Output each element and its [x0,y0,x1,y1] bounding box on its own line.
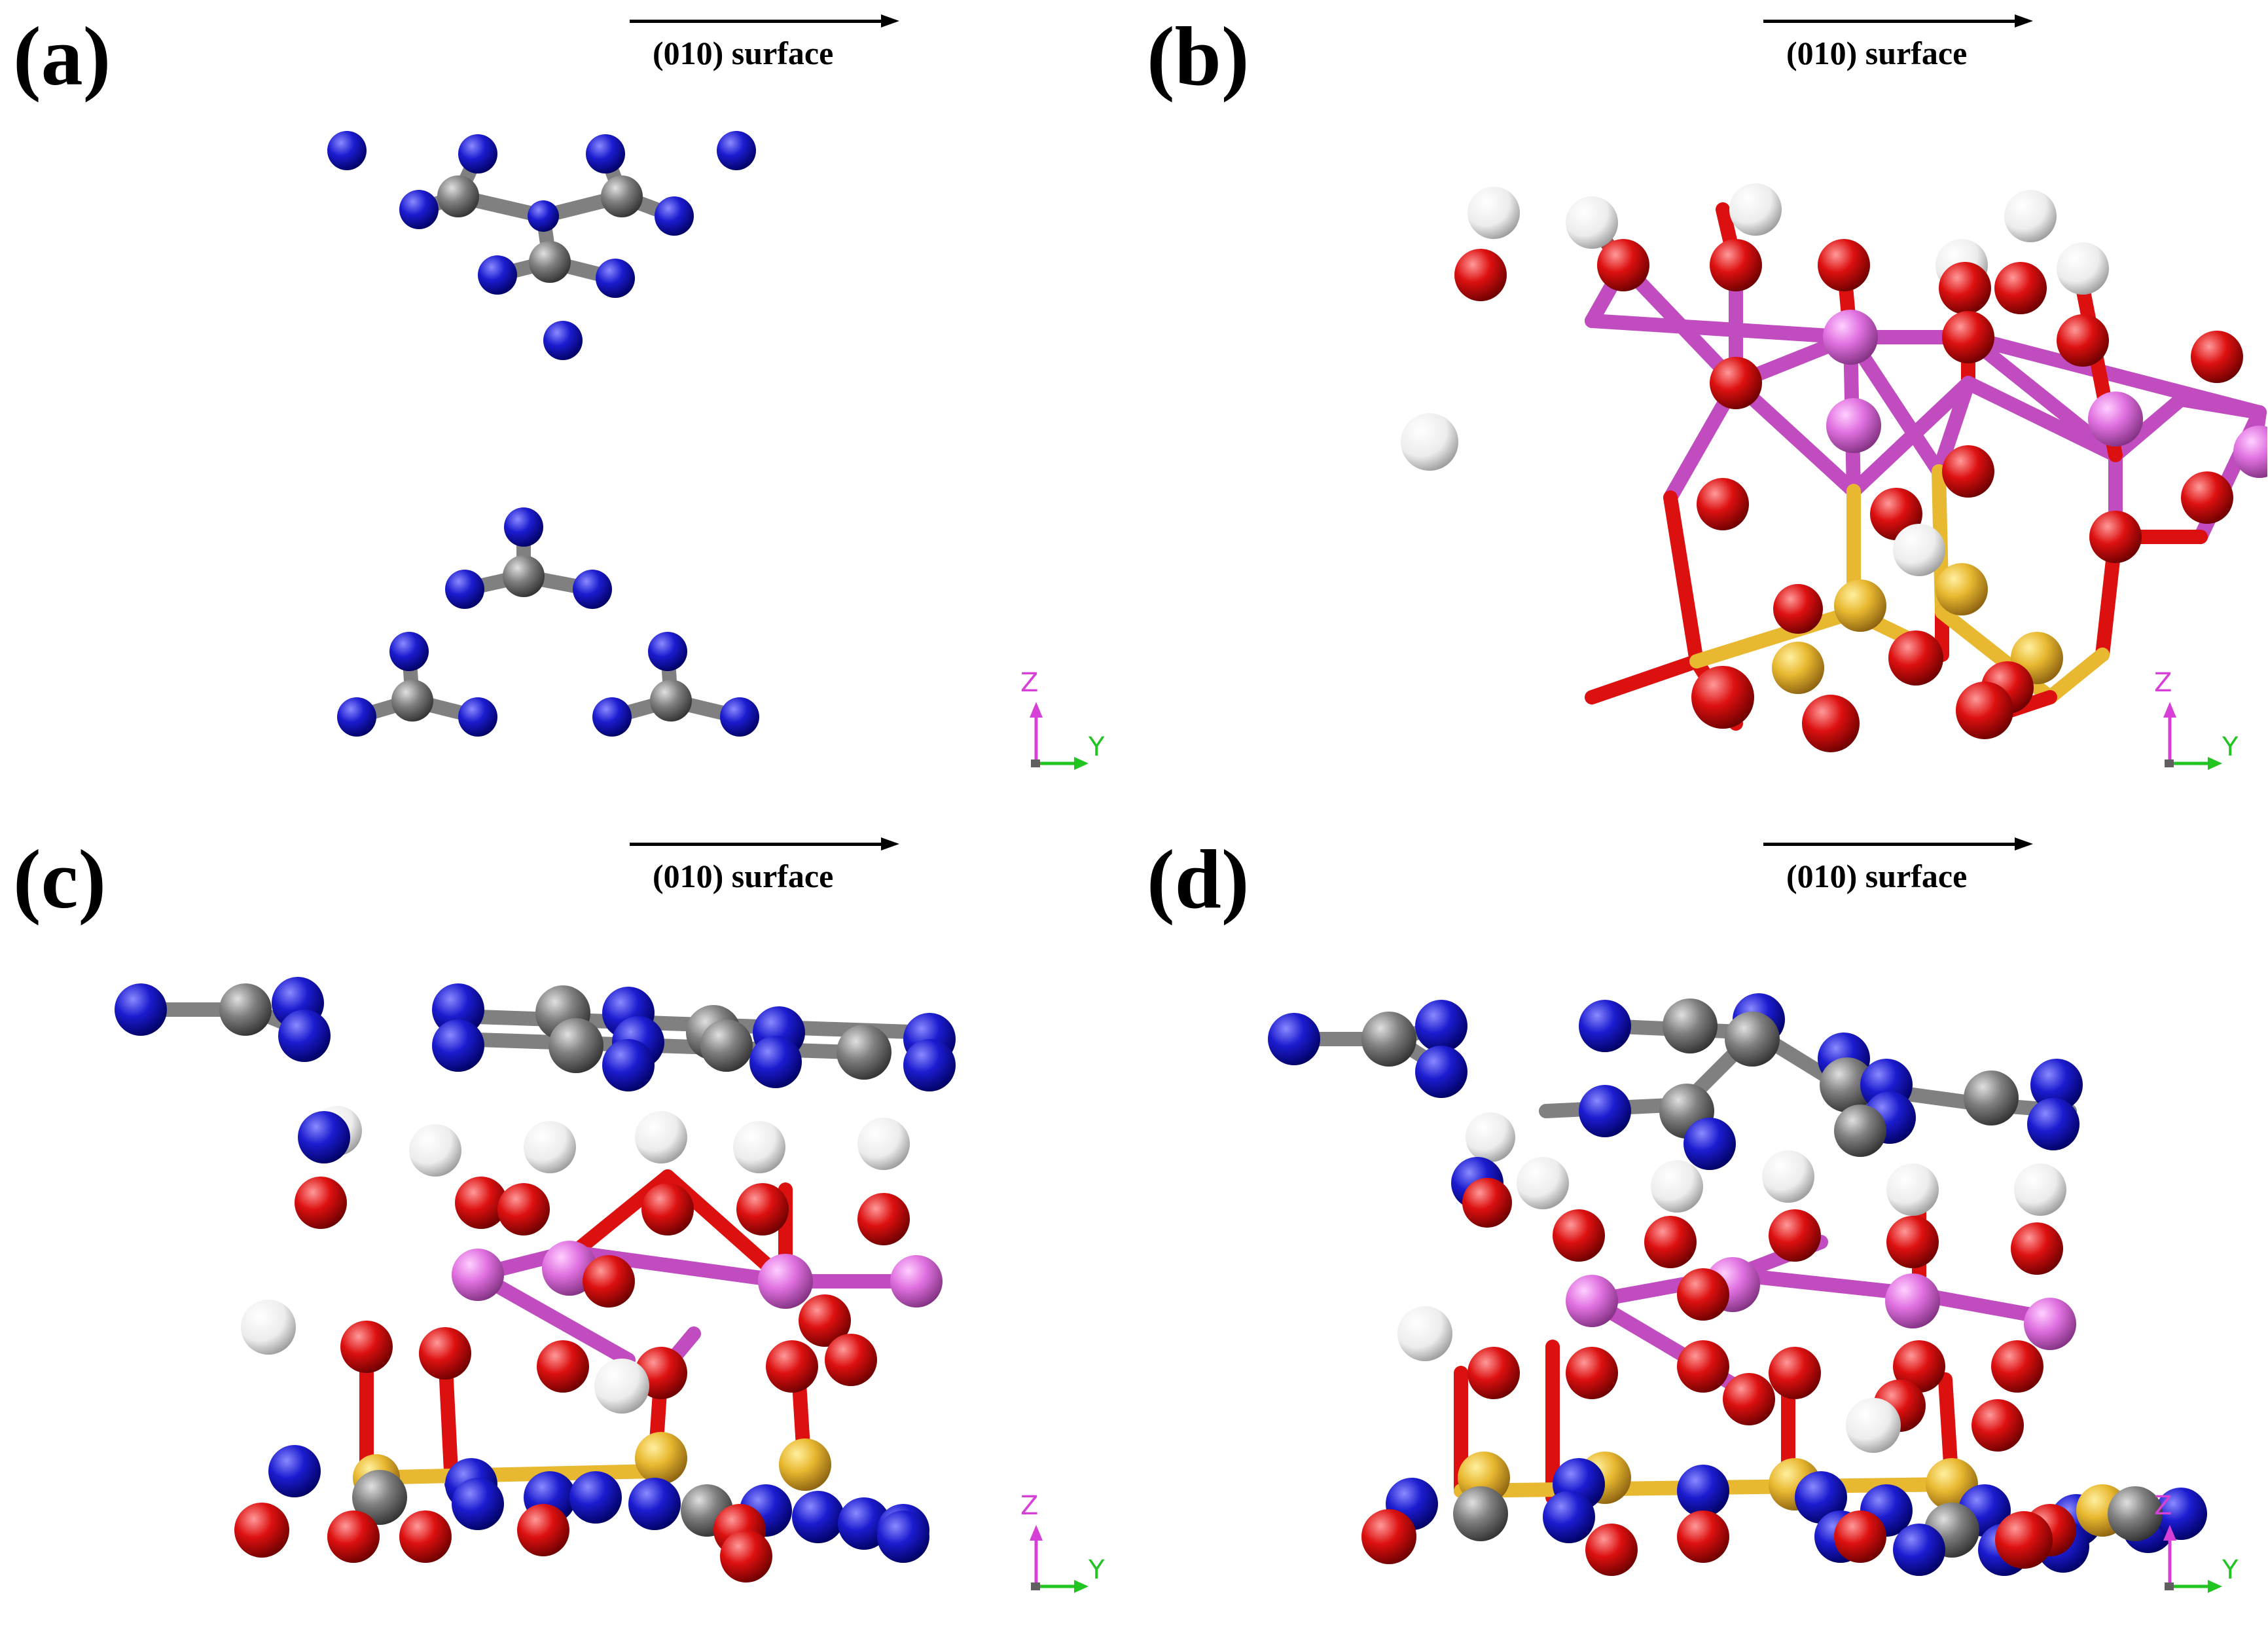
molecule-structure [115,977,956,1582]
axis-y-label: Y [1089,732,1105,762]
axis-z-label: Z [2154,1491,2172,1521]
panel-label: (d) [1147,833,1250,926]
panel-b: (b) (010) surface [1134,0,2267,823]
axis-triad: Z Y [1018,668,1123,773]
surface-label: (010) surface [1786,35,1968,71]
molecule-structure [1401,183,2267,752]
panel-label: (c) [13,833,107,926]
axis-triad-icon [2163,702,2222,770]
axis-triad-icon [2163,1525,2222,1593]
surface-label: (010) surface [1786,858,1968,894]
arrow-head-icon [2015,837,2033,850]
surface-label: (010) surface [653,35,834,71]
molecule-structure [327,131,759,737]
panel-c: (c) (010) surface [0,823,1134,1646]
panel-d: (d) (010) surface [1134,823,2267,1646]
arrow-head-icon [881,14,899,27]
panel-label: (a) [13,10,111,103]
surface-label: (010) surface [653,858,834,894]
axis-triad: Z Y [2151,1491,2256,1596]
axis-y-label: Y [1089,1555,1105,1585]
surface-direction-arrow: (010) surface [630,14,899,73]
axis-triad-icon [1030,1525,1089,1593]
axis-triad-icon [1030,702,1089,770]
axis-triad: Z Y [2151,668,2256,773]
surface-direction-arrow: (010) surface [630,837,899,896]
axis-z-label: Z [1020,668,1039,698]
panel-label: (b) [1147,10,1250,103]
axis-z-label: Z [1020,1491,1039,1521]
surface-direction-arrow: (010) surface [1763,837,2033,896]
axis-y-label: Y [2222,1555,2239,1585]
panel-a: (a) (010) surface [0,0,1134,823]
axis-y-label: Y [2222,732,2239,762]
surface-direction-arrow: (010) surface [1763,14,2033,73]
arrow-head-icon [881,837,899,850]
axis-triad: Z Y [1018,1491,1123,1596]
molecule-structure [1268,993,2207,1576]
axis-z-label: Z [2154,668,2172,698]
arrow-head-icon [2015,14,2033,27]
